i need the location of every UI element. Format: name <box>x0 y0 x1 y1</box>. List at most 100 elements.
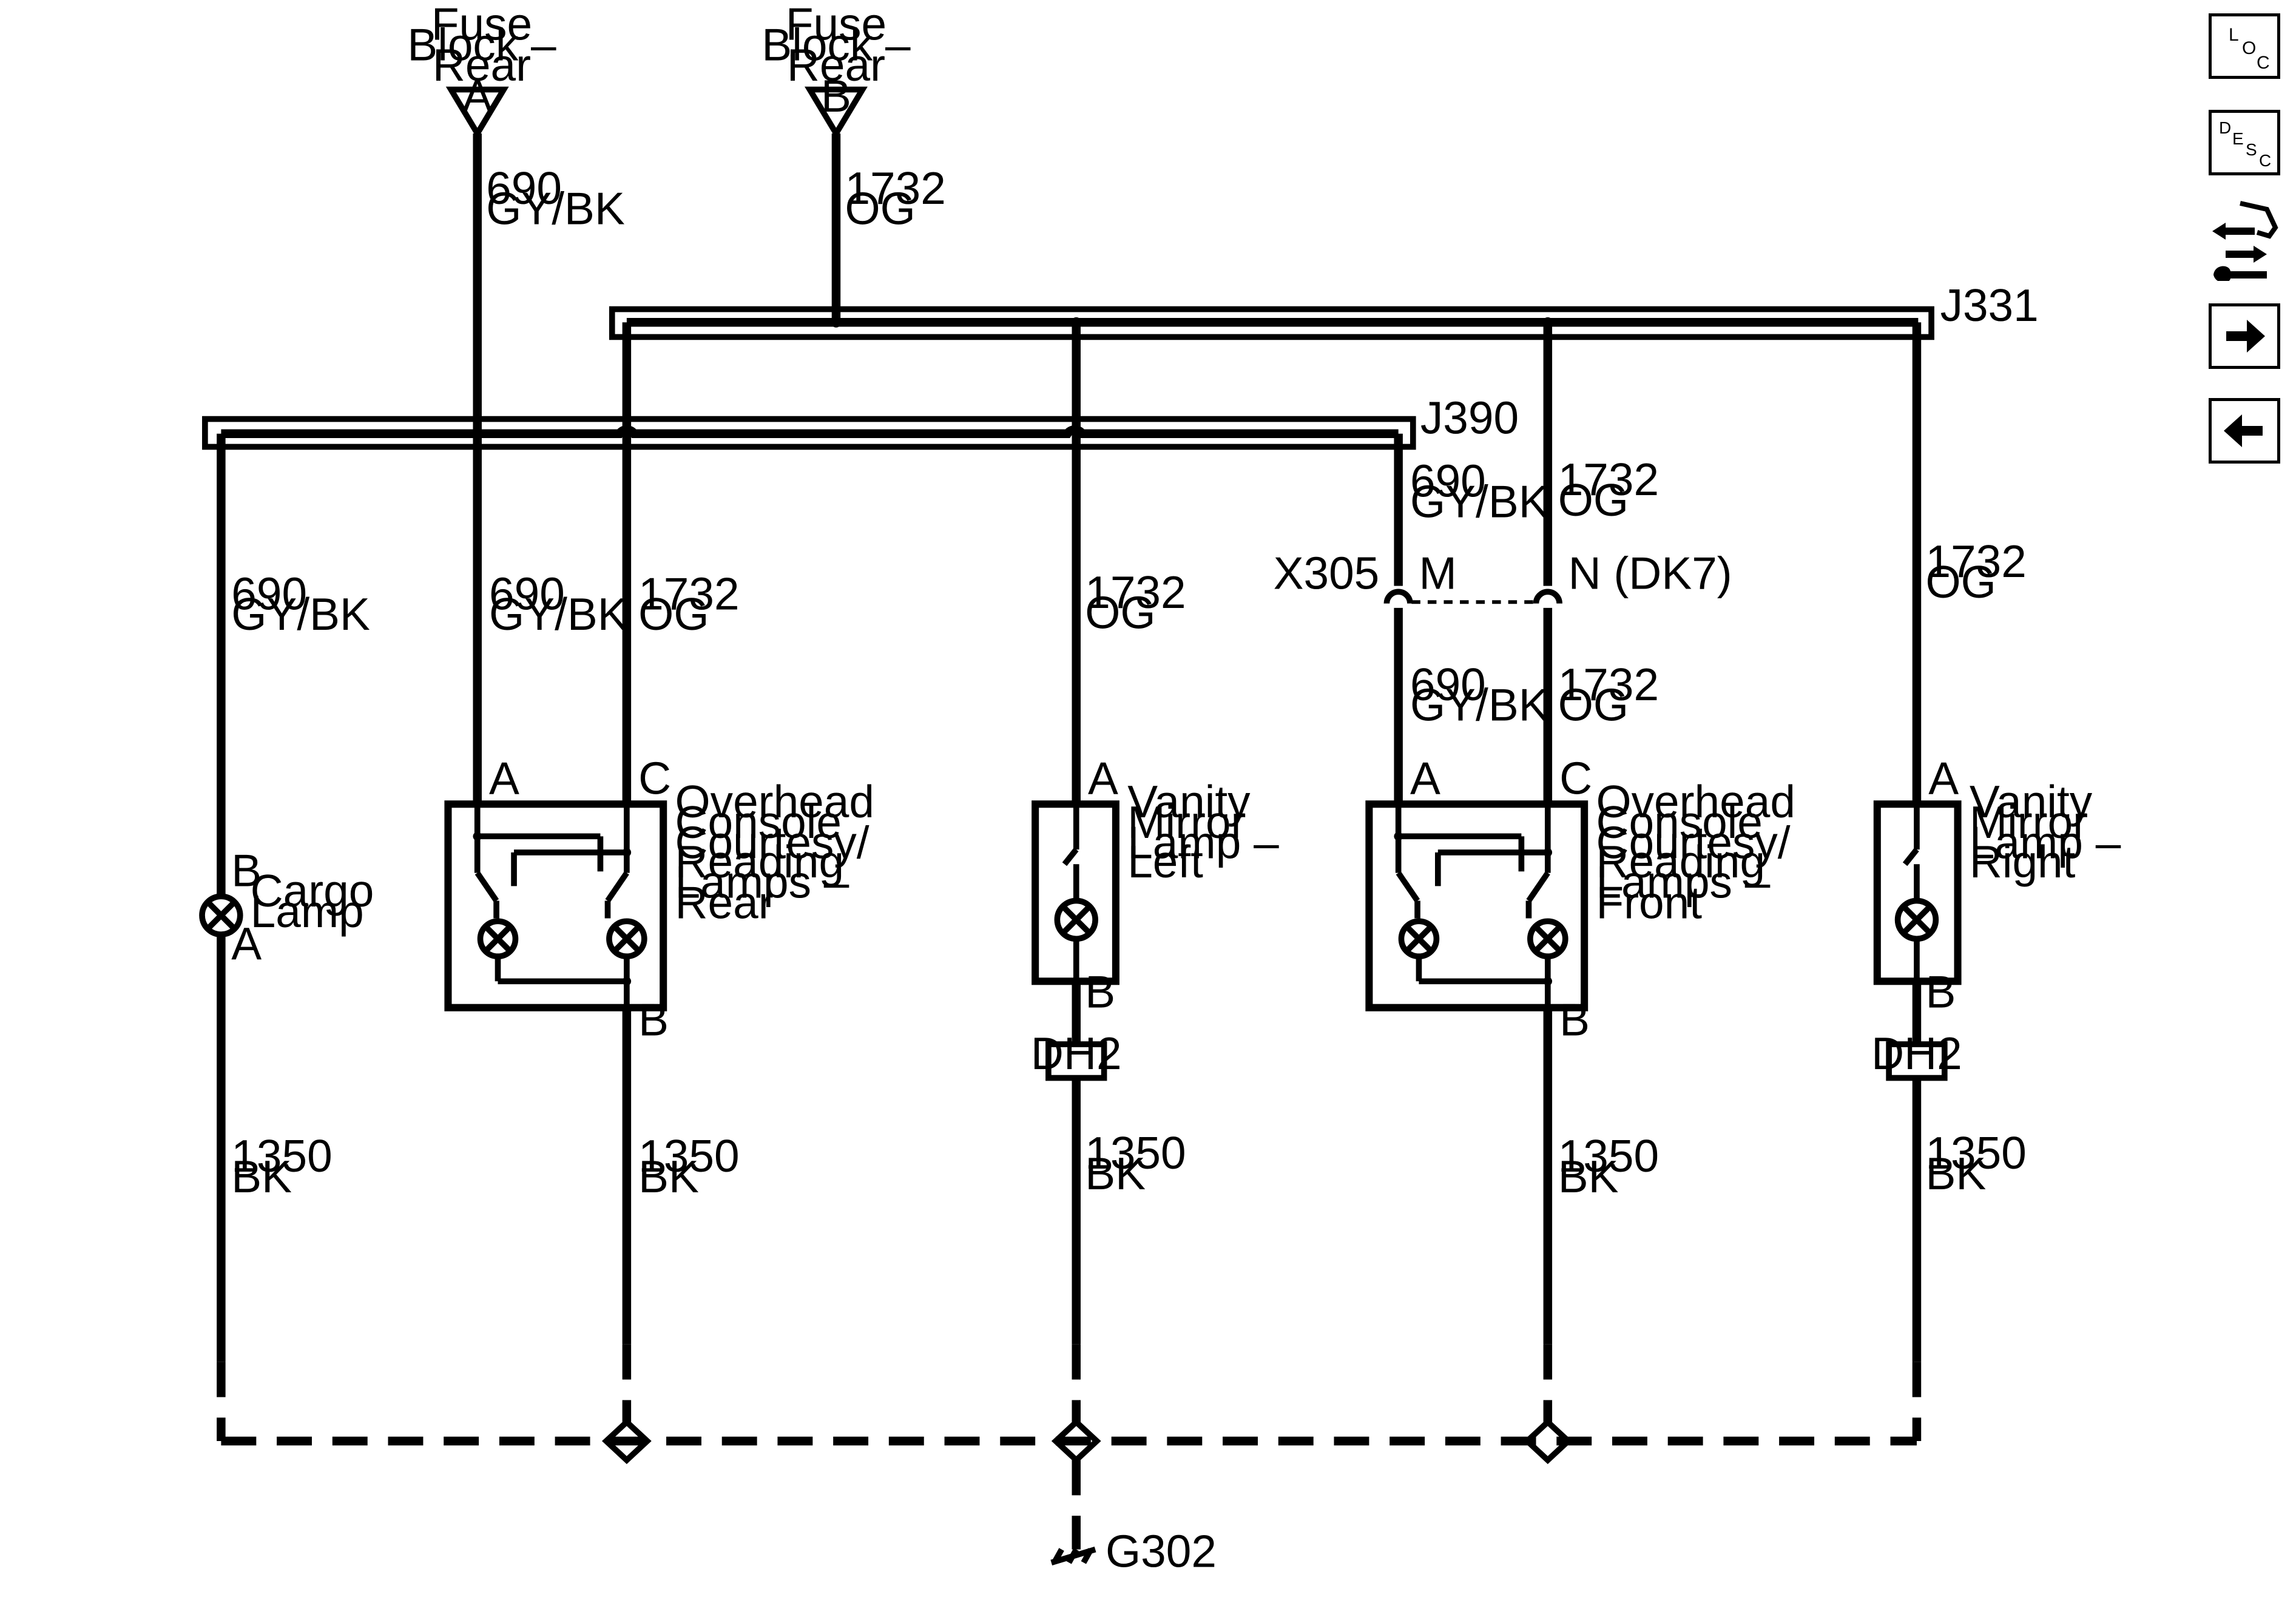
connector-icon[interactable] <box>2209 196 2280 283</box>
wire-label: OG <box>1558 680 1629 731</box>
wire-label: GY/BK <box>231 589 370 640</box>
ground-splice-icon <box>601 1418 652 1464</box>
rear-lamps-label-line5: Lamps – <box>675 857 849 908</box>
wire-label: 690 <box>1410 659 1486 710</box>
vanity-left-label-line2: Mirror <box>1127 797 1246 848</box>
rear-pin-a: A <box>489 752 519 803</box>
cargo-lamp-label-line1: Cargo <box>251 865 374 916</box>
svg-text:D: D <box>2219 118 2231 137</box>
x305-name: X305 <box>1274 548 1380 599</box>
vanity-left-label-line3: Lamp – <box>1127 817 1279 868</box>
fuse-b-title-line3: Rear <box>787 39 885 90</box>
cargo-lamp-circuit: 690 GY/BK B A Cargo Lamp 1350 BK <box>199 433 374 1362</box>
front-lamps-label-line2: Console <box>1596 797 1762 848</box>
vanity-right-label-line4: Right <box>1970 836 2076 887</box>
wire-label: BK <box>231 1151 292 1202</box>
vanity-right-label-line1: Vanity <box>1970 776 2093 827</box>
j390-outline <box>202 416 1416 450</box>
wire-label: 1732 <box>1085 567 1186 618</box>
next-page-button[interactable] <box>2209 303 2280 369</box>
vanity-mirror-lamp-right: 1732 OG A Vanity Mirror Lamp – Right B D… <box>1871 322 2121 1362</box>
loc-button[interactable]: L O C <box>2209 13 2280 79</box>
inline-connector-x305: 690 GY/BK 1732 OG X305 M N (DK7) 690 GY/… <box>1274 322 1732 805</box>
vanity-left-label-line4: Left <box>1127 836 1203 887</box>
front-lamps-label-line5: Lamps – <box>1596 857 1770 908</box>
front-pin-a: A <box>1410 752 1440 803</box>
vanity-right-label-line3: Lamp – <box>1970 817 2121 868</box>
wire-label: 1350 <box>1558 1130 1659 1181</box>
fuse-block-rear-b: Fuse Block – Rear B <box>761 0 911 140</box>
ground-icon <box>1050 1546 1096 1565</box>
fuse-block-rear-a: Fuse Block – Rear A <box>407 0 556 140</box>
rear-switch-right-icon <box>605 871 629 903</box>
vanity-right-pin-a: A <box>1928 752 1959 803</box>
j331-outline <box>609 306 1934 340</box>
arrow-right-icon <box>2226 320 2265 353</box>
wire-label: OG <box>1085 587 1155 638</box>
arrow-left-icon <box>2224 414 2263 447</box>
wire-label: 690 <box>1410 455 1486 506</box>
front-lamps-label-line3: Courtesy/ <box>1596 817 1790 868</box>
front-lamps-label-line1: Overhead <box>1596 776 1795 827</box>
rear-pin-c: C <box>638 752 671 803</box>
cargo-lamp-pin-b: B <box>231 845 262 896</box>
wire-label: 1350 <box>1085 1127 1186 1178</box>
desc-button[interactable]: D E S C <box>2209 110 2280 175</box>
wire-label: OG <box>638 589 709 640</box>
front-lamps-housing <box>1365 800 1589 1011</box>
j390-label: J390 <box>1420 393 1519 444</box>
front-lamps-label-line4: Reading <box>1596 836 1765 887</box>
splice-pack-j390: J390 <box>202 393 1519 450</box>
fuse-b-symbol <box>805 86 868 140</box>
x305-pin-n-female-icon <box>1533 589 1562 604</box>
vanity-right-pin-b: B <box>1925 967 1956 1018</box>
fuse-a-title-line1: Fuse <box>431 0 532 50</box>
wire-label: GY/BK <box>1410 476 1549 527</box>
rear-lamps-housing <box>444 800 667 1011</box>
fuse-b-title-line2: Block – <box>761 19 911 70</box>
wire-label: 1732 <box>1925 536 2026 587</box>
vanity-left-switch-icon <box>1062 848 1079 866</box>
splice-dot <box>831 317 842 328</box>
fuse-a-title-line2: Block – <box>407 19 556 70</box>
front-lamps-label-line6: Front <box>1596 877 1702 928</box>
front-switch-left-icon <box>1396 871 1420 903</box>
front-switch-right-icon <box>1526 871 1550 903</box>
fuse-a-title-line3: Rear <box>433 39 531 90</box>
cargo-lamp-pin-a: A <box>231 918 262 969</box>
rear-lamps-label-line2: Console <box>675 797 842 848</box>
front-pin-c: C <box>1559 752 1592 803</box>
wire-label: 690 <box>486 163 562 214</box>
fuse-b-title-line1: Fuse <box>786 0 886 50</box>
rear-switch-left-icon <box>474 871 499 903</box>
vanity-left-option: DH2 <box>1031 1028 1122 1079</box>
wire-label: BK <box>1085 1148 1146 1199</box>
rear-lamps-label-line1: Overhead <box>675 776 874 827</box>
j331-label: J331 <box>1940 280 2039 331</box>
overhead-console-lamps-front: A C Overhead Console Courtesy/ Reading L… <box>1365 752 1795 1345</box>
x305-pin-n: N (DK7) <box>1568 548 1732 599</box>
svg-text:S: S <box>2246 140 2257 159</box>
vanity-mirror-lamp-left: 1732 OG A Vanity Mirror Lamp – Left B DH… <box>1031 322 1279 1345</box>
wire-label: OG <box>845 183 915 234</box>
wire-label: OG <box>1925 556 1996 607</box>
wire-label: 1732 <box>845 163 945 214</box>
overhead-console-lamps-rear: 690 GY/BK 1732 OG A C Overhead Console C… <box>444 322 874 1345</box>
vanity-left-pin-a: A <box>1088 752 1118 803</box>
wire-label: 1350 <box>1925 1127 2026 1178</box>
wire-label: 1732 <box>1558 659 1659 710</box>
wire-label: 1350 <box>638 1130 739 1181</box>
wire-label: OG <box>1558 474 1629 525</box>
vanity-right-option: DH2 <box>1871 1028 1962 1079</box>
ground-splice-icon <box>1522 1418 1573 1464</box>
wire-label: BK <box>1558 1151 1619 1202</box>
fuse-b-pin: B <box>821 70 851 121</box>
wire-label: 1732 <box>1558 454 1659 505</box>
wire-label: BK <box>1925 1148 1986 1199</box>
rear-lamps-label-line6: Rear <box>675 877 774 928</box>
previous-page-button[interactable] <box>2209 398 2280 464</box>
wire-label: 690 <box>231 568 307 619</box>
x305-pin-m-female-icon <box>1383 589 1413 604</box>
